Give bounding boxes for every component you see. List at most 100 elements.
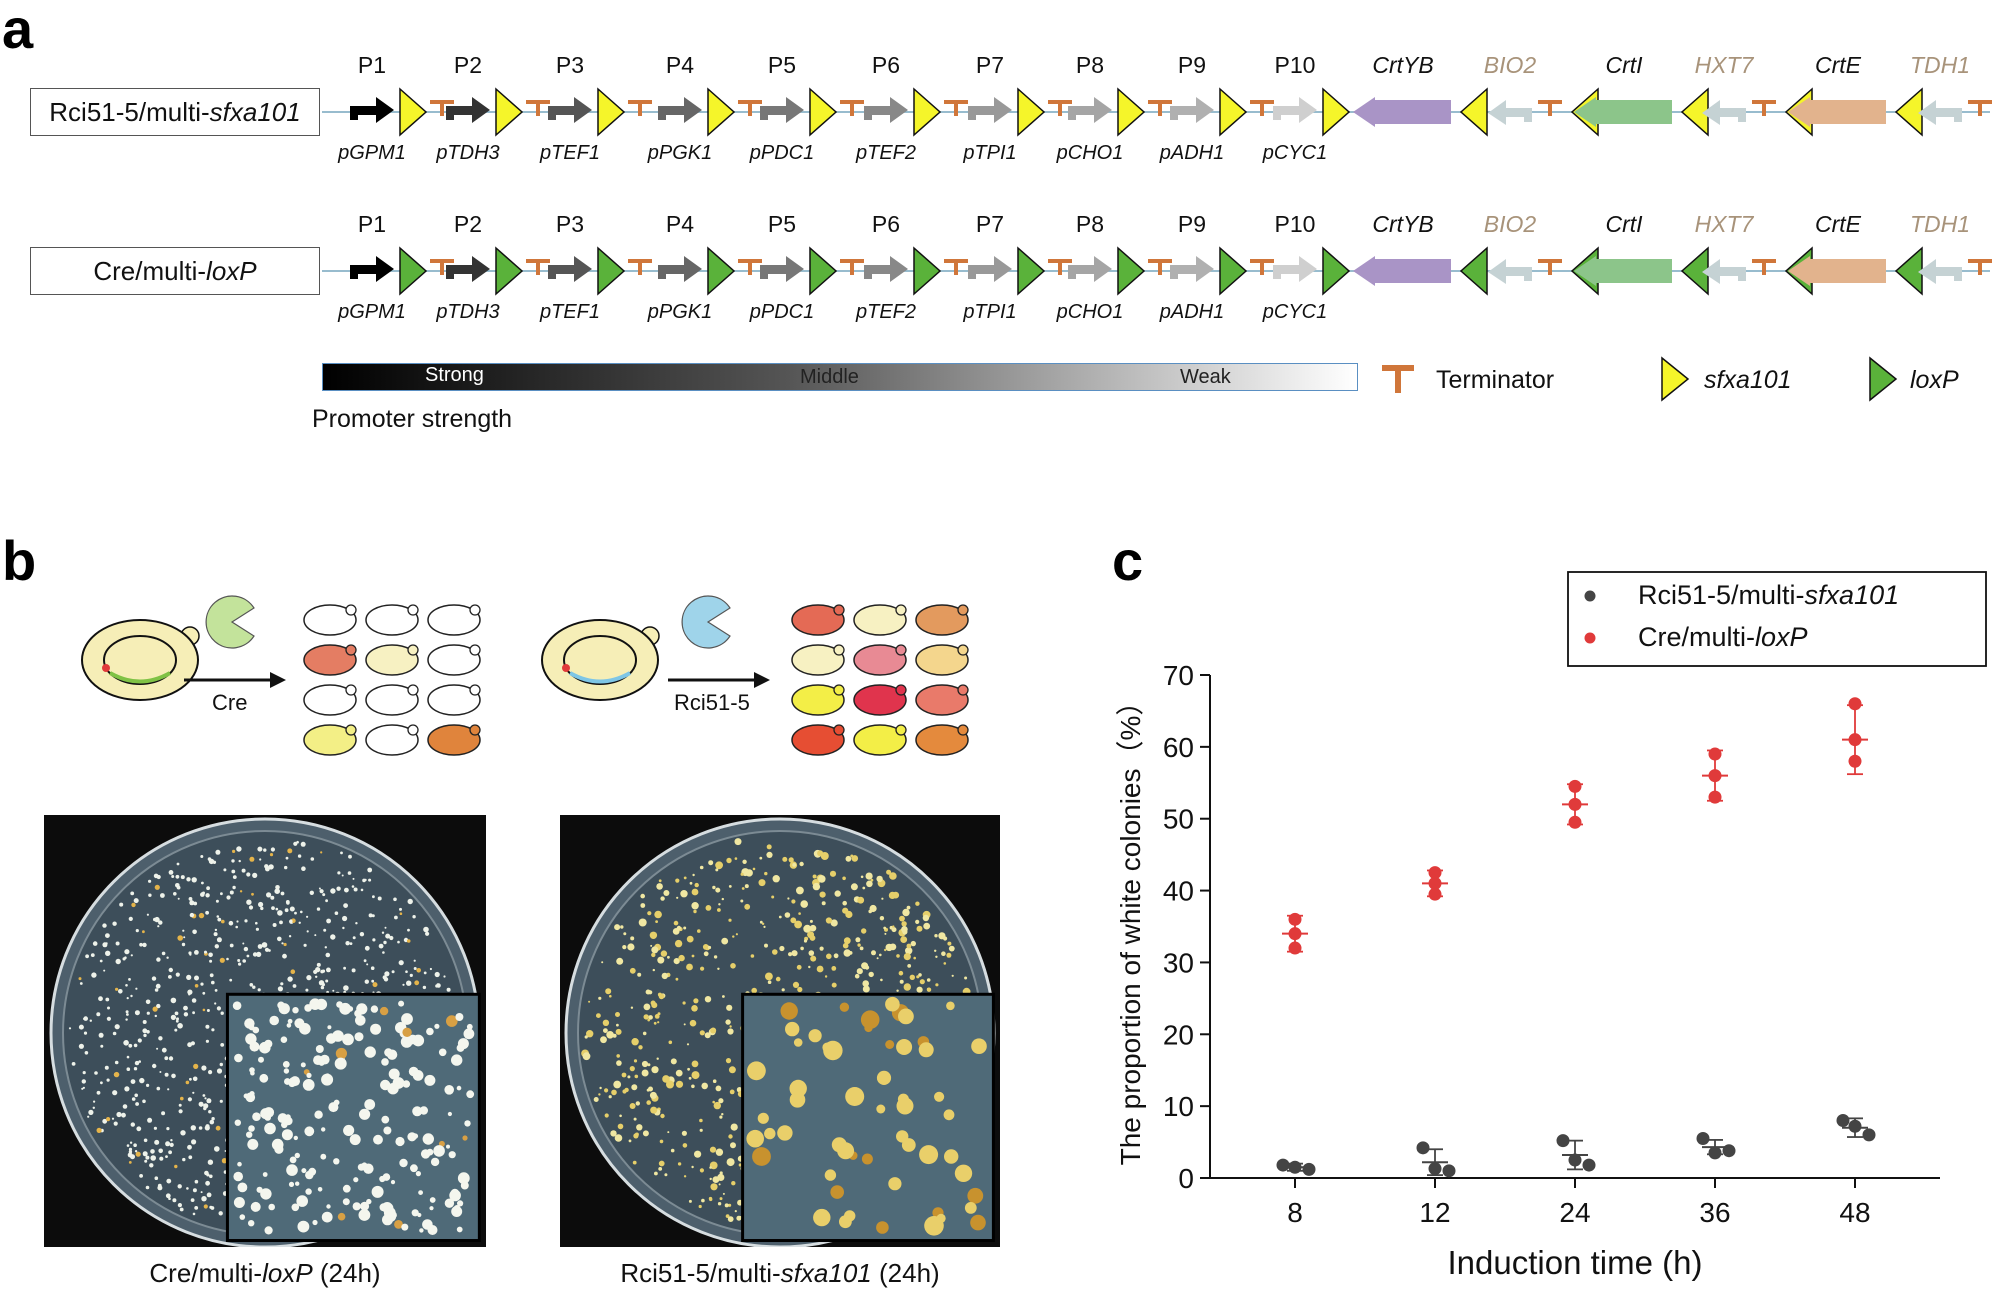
colony-icon — [853, 604, 907, 636]
gene-arrow-icon — [1488, 100, 1532, 125]
gene-label: CrtYB — [1372, 52, 1434, 78]
data-point — [1708, 790, 1722, 804]
gene-arrow-icon — [1788, 256, 1886, 286]
gene-arrow-icon — [1918, 259, 1962, 284]
loxp-site-icon — [1869, 356, 1898, 402]
x-tick-label: 24 — [1559, 1197, 1590, 1228]
y-tick-label: 60 — [1163, 732, 1194, 763]
terminator-icon — [430, 100, 454, 116]
gene-arrow-icon — [1918, 100, 1962, 125]
colony-icon — [427, 644, 481, 676]
data-point — [1288, 941, 1302, 955]
promoter-label: P8 — [1075, 211, 1105, 237]
terminator-icon — [1382, 365, 1414, 393]
promoter-arrow-icon — [1273, 97, 1317, 123]
legend-entry: Rci51-5/multi-sfxa101 — [1638, 580, 1899, 610]
terminator-icon — [628, 259, 652, 275]
y-tick-label: 10 — [1163, 1091, 1194, 1122]
promoter-arrow-icon — [446, 256, 490, 282]
promoter-arrow-icon — [968, 256, 1012, 282]
data-point — [1288, 912, 1302, 926]
rci51-enzyme-icon — [681, 595, 731, 649]
promoter-arrow-icon — [446, 97, 490, 123]
strain-box-cre: Cre/multi-loxP — [30, 247, 320, 295]
gene-label: BIO2 — [1483, 52, 1537, 78]
promoter-name: pADH1 — [1159, 301, 1225, 323]
gene-arrow-icon — [1353, 256, 1451, 286]
x-tick-label: 12 — [1419, 1197, 1450, 1228]
promoter-strength-bar — [322, 363, 1358, 391]
plate-cre-image — [49, 817, 481, 1247]
caption-text: Rci51-5/multi- — [620, 1258, 781, 1288]
data-point — [1568, 779, 1582, 793]
promoter-arrow-icon — [760, 97, 804, 123]
caption-cre-plate: Cre/multi-loxP (24h) — [44, 1258, 486, 1289]
promoter-name: pPDC1 — [749, 301, 815, 323]
data-point — [1836, 1114, 1850, 1128]
cell-with-sfxa101-plasmid — [541, 619, 660, 701]
promoter-label: P2 — [453, 211, 483, 237]
colony-icon — [791, 684, 845, 716]
data-point — [1428, 1162, 1442, 1176]
colony-panel: Cre Rci51-5 Cre/multi-loxP (24h) Rci51-5… — [0, 560, 1020, 1290]
gene-label: CrtE — [1815, 52, 1861, 78]
data-point — [1288, 1160, 1302, 1174]
recombination-site — [1894, 246, 1923, 296]
reaction-arrow — [668, 672, 770, 688]
data-point — [1568, 815, 1582, 829]
data-point — [1696, 1131, 1710, 1145]
terminator-icon — [526, 259, 550, 275]
promoter-name: pTDH3 — [436, 301, 500, 323]
promoter-label: P6 — [871, 52, 901, 78]
x-axis-label: Induction time (h) — [1448, 1244, 1703, 1281]
construct-diagram — [322, 87, 1992, 296]
promoter-name: pPDC1 — [749, 142, 815, 164]
promoter-arrow-icon — [864, 256, 908, 282]
legend-terminator: Terminator — [1436, 366, 1555, 394]
recombination-site — [1017, 246, 1046, 296]
data-point — [1708, 747, 1722, 761]
caption-suffix: (24h) — [871, 1258, 940, 1288]
colony-icon — [427, 684, 481, 716]
panel-letter-a: a — [2, 0, 34, 60]
recombination-site — [495, 246, 524, 296]
sfxa101-site-icon — [1661, 356, 1690, 402]
promoter-label: P1 — [357, 52, 387, 78]
promoter-name: pGPM1 — [338, 301, 406, 323]
terminator-icon — [628, 100, 652, 116]
terminator-icon — [738, 100, 762, 116]
strain-box-rci51: Rci51-5/multi-sfxa101 — [30, 88, 320, 136]
recombination-site — [809, 87, 838, 137]
recombination-scheme — [81, 595, 969, 756]
gene-label: TDH1 — [1909, 211, 1971, 237]
promoter-name: pCYC1 — [1262, 142, 1328, 164]
plate-rci51-image — [564, 817, 996, 1247]
promoter-name: pCYC1 — [1262, 301, 1328, 323]
recombination-site — [1459, 87, 1488, 137]
data-point — [1442, 1164, 1456, 1178]
promoter-name: pTPI1 — [963, 142, 1017, 164]
colony-icon — [303, 684, 357, 716]
terminator-icon — [1148, 259, 1172, 275]
colony-icon — [365, 604, 419, 636]
x-tick-label: 8 — [1287, 1197, 1303, 1228]
promoter-label: P5 — [767, 52, 797, 78]
reaction-arrow — [184, 672, 286, 688]
terminator-icon — [1538, 259, 1562, 275]
cre-enzyme-icon — [205, 595, 255, 649]
colony-icon — [853, 724, 907, 756]
recombination-site — [1459, 246, 1488, 296]
strain-site: sfxa101 — [209, 96, 301, 127]
promoter-label: P10 — [1274, 211, 1316, 237]
gene-arrow-icon — [1488, 259, 1532, 284]
promoter-arrow-icon — [350, 97, 394, 123]
promoter-name: pTEF2 — [855, 142, 917, 164]
recombination-site — [1322, 246, 1351, 296]
recombination-site — [1017, 87, 1046, 137]
gene-label: TDH1 — [1909, 52, 1971, 78]
y-tick-label: 30 — [1163, 947, 1194, 978]
promoter-label: P5 — [767, 211, 797, 237]
promoter-name: pTEF2 — [855, 301, 917, 323]
data-point — [1722, 1144, 1736, 1158]
strain-name: Rci51-5/multi- — [49, 96, 210, 127]
